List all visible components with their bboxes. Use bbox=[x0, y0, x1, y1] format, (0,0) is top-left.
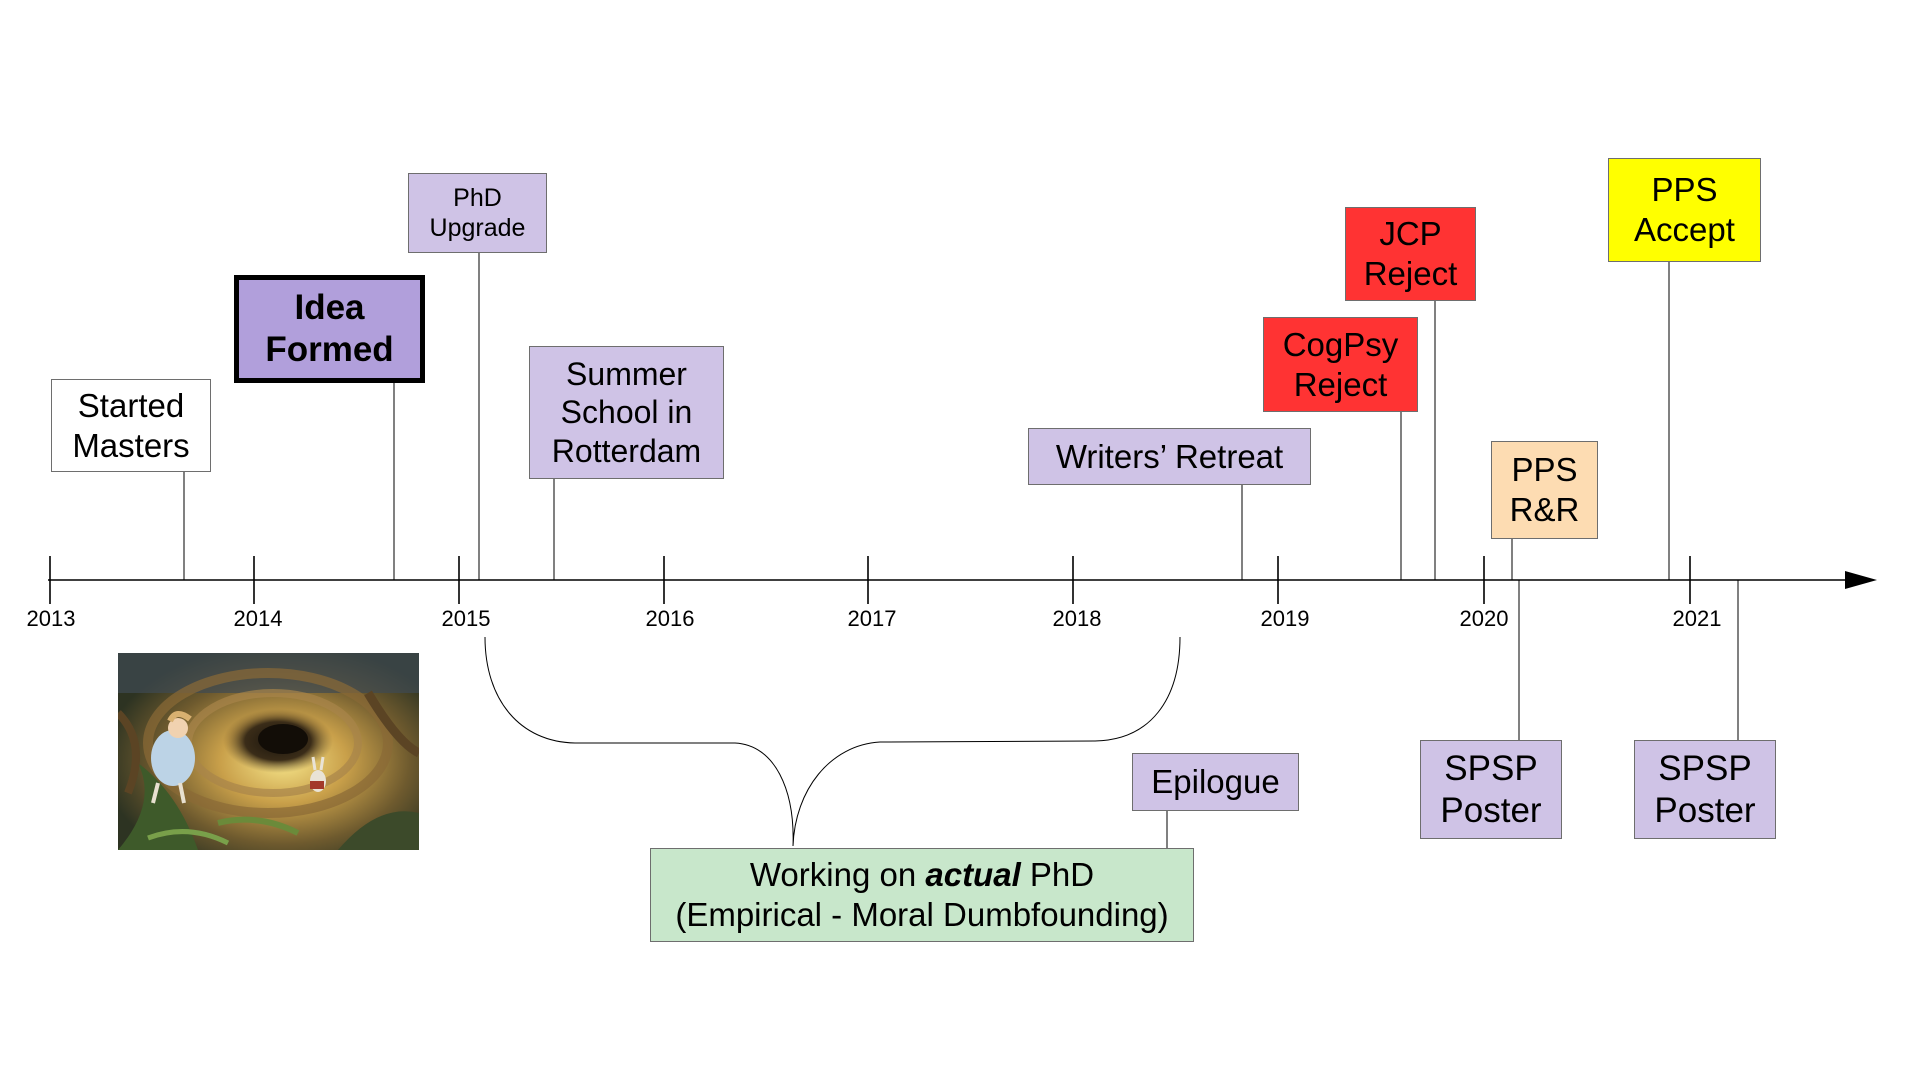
event-label-line: Idea bbox=[294, 288, 365, 327]
phd-period-line-1: Working on actual PhD bbox=[750, 855, 1094, 895]
event-summer-school: Summer School in Rotterdam bbox=[529, 346, 724, 479]
event-label-line: Reject bbox=[1363, 255, 1458, 292]
phd-period-line-2: (Empirical - Moral Dumbfounding) bbox=[675, 896, 1169, 933]
year-tick-label: 2017 bbox=[847, 606, 897, 631]
year-ticks bbox=[49, 556, 1691, 604]
alice-rabbit-hole-illustration bbox=[118, 653, 419, 850]
event-connectors bbox=[183, 253, 1739, 849]
year-tick-label: 2020 bbox=[1459, 606, 1509, 631]
phd-period-text-post: PhD bbox=[1020, 856, 1095, 894]
event-label-line: School in bbox=[560, 394, 693, 431]
event-label-line: Formed bbox=[265, 330, 394, 369]
event-pps-rr: PPS R&R bbox=[1491, 441, 1598, 539]
event-label-line: SPSP bbox=[1444, 748, 1538, 788]
year-tick-label: 2016 bbox=[645, 606, 695, 631]
phd-period-text-pre: Working on bbox=[749, 856, 926, 894]
event-label-line: CogPsy bbox=[1282, 325, 1399, 363]
event-idea-formed: Idea Formed bbox=[234, 275, 425, 383]
event-spsp-poster-1: SPSP Poster bbox=[1420, 740, 1562, 839]
event-epilogue: Epilogue bbox=[1132, 753, 1299, 811]
year-tick-label: 2018 bbox=[1052, 606, 1102, 631]
event-label-line: Reject bbox=[1293, 365, 1388, 403]
timeline-arrowhead bbox=[1845, 571, 1877, 589]
event-pps-accept: PPS Accept bbox=[1608, 158, 1761, 262]
event-label-line: PPS bbox=[1651, 171, 1718, 209]
event-label-line: SPSP bbox=[1658, 748, 1752, 788]
phd-period-text-emphasis: actual bbox=[925, 856, 1021, 894]
event-label-line: Accept bbox=[1634, 211, 1735, 248]
event-label-line: Epilogue bbox=[1151, 763, 1280, 801]
event-label-line: PPS bbox=[1511, 451, 1578, 489]
event-label-line: Upgrade bbox=[429, 214, 526, 242]
event-label-line: JCP bbox=[1379, 215, 1442, 253]
year-tick-label: 2013 bbox=[26, 606, 76, 631]
event-label-line: R&R bbox=[1509, 491, 1580, 528]
event-label-line: PhD bbox=[453, 184, 502, 212]
event-label-line: Started bbox=[77, 386, 185, 424]
event-label-line: Masters bbox=[72, 426, 190, 464]
event-started-masters: Started Masters bbox=[51, 379, 211, 472]
event-label-line: Writers’ Retreat bbox=[1055, 437, 1284, 475]
year-tick-label: 2019 bbox=[1260, 606, 1310, 631]
year-tick-label: 2015 bbox=[441, 606, 491, 631]
phd-period-brace bbox=[484, 636, 1181, 847]
year-tick-label: 2014 bbox=[233, 606, 283, 631]
phd-period-box: Working on actual PhD (Empirical - Moral… bbox=[650, 848, 1194, 942]
event-phd-upgrade: PhD Upgrade bbox=[408, 173, 547, 253]
event-spsp-poster-2: SPSP Poster bbox=[1634, 740, 1776, 839]
year-tick-label: 2021 bbox=[1672, 606, 1722, 631]
event-cogpsy-reject: CogPsy Reject bbox=[1263, 317, 1418, 412]
event-label-line: Poster bbox=[1440, 790, 1542, 830]
event-label-line: Summer bbox=[566, 355, 687, 392]
event-jcp-reject: JCP Reject bbox=[1345, 207, 1476, 301]
event-writers-retreat: Writers’ Retreat bbox=[1028, 428, 1311, 485]
event-label-line: Poster bbox=[1654, 790, 1756, 830]
event-label-line: Rotterdam bbox=[551, 432, 702, 469]
